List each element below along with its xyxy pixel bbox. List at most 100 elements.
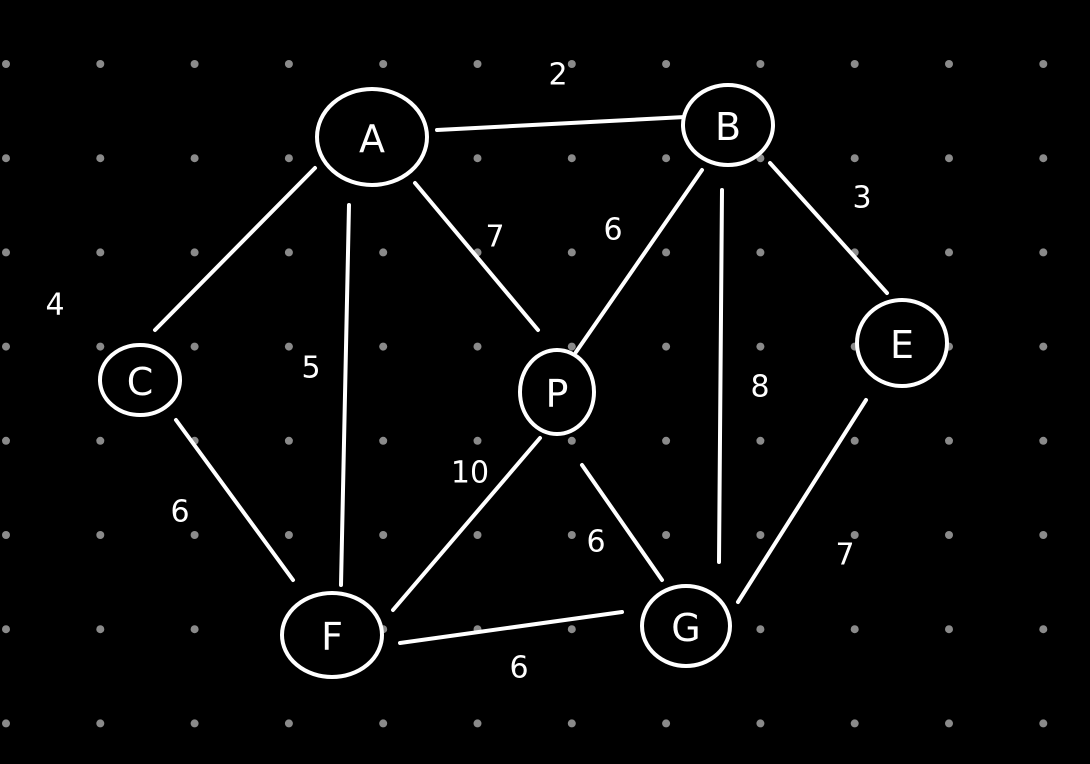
node-b: B (681, 83, 775, 167)
grid-dot (96, 719, 105, 728)
node-label-b: B (715, 105, 741, 149)
edge-weight-f-g: 6 (509, 651, 528, 686)
grid-dot (284, 248, 293, 257)
grid-dot (2, 436, 10, 445)
grid-dot (756, 436, 765, 445)
grid-dot (1039, 531, 1048, 539)
grid-dot (190, 719, 199, 728)
edge-a-p (413, 181, 540, 332)
grid-dot (284, 154, 293, 163)
node-e: E (855, 298, 949, 388)
grid-dot (379, 531, 388, 539)
edge-p-g (580, 463, 664, 582)
grid-dot (662, 60, 671, 68)
grid-dot (473, 436, 482, 445)
grid-dot (945, 436, 953, 445)
grid-dot (1039, 436, 1048, 445)
grid-dot (190, 342, 199, 351)
grid-dot (756, 625, 765, 634)
grid-dot (756, 342, 765, 351)
dot-grid-background (2, 60, 1048, 728)
grid-dot (2, 342, 10, 351)
grid-dot (379, 436, 388, 445)
grid-dot (1039, 248, 1048, 257)
grid-dot (567, 248, 576, 257)
edge-weight-c-f: 6 (170, 495, 189, 530)
edge-b-p (574, 168, 704, 354)
edge-weight-e-g: 7 (835, 538, 854, 573)
grid-dot (662, 342, 671, 351)
edge-weight-a-b: 2 (548, 58, 567, 93)
node-circle-f (280, 591, 384, 679)
edge-b-e (768, 161, 889, 295)
node-circle-b (681, 83, 775, 167)
node-label-f: F (321, 615, 343, 659)
edge-weight-f-p: 10 (451, 456, 489, 491)
grid-dot (96, 531, 105, 539)
grid-dot (662, 154, 671, 163)
grid-dot (284, 719, 293, 728)
edge-weight-b-g: 8 (750, 370, 769, 405)
grid-dot (567, 625, 576, 634)
grid-dot (850, 154, 859, 163)
grid-dot (945, 154, 953, 163)
grid-dot (850, 719, 859, 728)
grid-dot (2, 248, 10, 257)
grid-dot (662, 436, 671, 445)
grid-dot (2, 154, 10, 163)
grid-dot (1039, 342, 1048, 351)
grid-dot (567, 342, 576, 351)
grid-dot (284, 531, 293, 539)
edge-f-g (398, 610, 624, 645)
grid-dot (850, 531, 859, 539)
grid-dot (945, 719, 953, 728)
grid-dot (567, 60, 576, 68)
grid-dot (1039, 625, 1048, 634)
node-c: C (98, 343, 182, 417)
grid-dot (284, 342, 293, 351)
edge-a-c (153, 166, 317, 332)
grid-dot (190, 531, 199, 539)
edge-a-f (339, 203, 351, 587)
grid-dot (756, 719, 765, 728)
edges-layer (153, 115, 889, 645)
node-circle-g (640, 584, 732, 668)
grid-dot (850, 625, 859, 634)
node-p: P (518, 348, 596, 436)
grid-dot (379, 60, 388, 68)
grid-dot (473, 60, 482, 68)
grid-dot (190, 625, 199, 634)
grid-dot (190, 248, 199, 257)
grid-dot (850, 436, 859, 445)
grid-dot (2, 531, 10, 539)
node-f: F (280, 591, 384, 679)
node-circle-p (518, 348, 596, 436)
grid-dot (662, 719, 671, 728)
grid-dot (96, 154, 105, 163)
grid-dot (945, 60, 953, 68)
edge-a-b (435, 115, 687, 132)
grid-dot (190, 154, 199, 163)
edge-weight-b-p: 6 (603, 213, 622, 248)
grid-dot (379, 719, 388, 728)
grid-dot (96, 248, 105, 257)
grid-dot (756, 60, 765, 68)
grid-dot (945, 531, 953, 539)
edge-b-g (717, 188, 724, 564)
edge-e-g (736, 398, 868, 604)
grid-dot (473, 719, 482, 728)
grid-dot (567, 436, 576, 445)
grid-dot (850, 60, 859, 68)
grid-dot (662, 531, 671, 539)
grid-dot (2, 625, 10, 634)
node-circle-a (315, 87, 429, 187)
node-circle-c (98, 343, 182, 417)
grid-dot (473, 342, 482, 351)
grid-dot (945, 248, 953, 257)
edge-weight-p-g: 6 (586, 525, 605, 560)
grid-dot (945, 625, 953, 634)
grid-dot (379, 248, 388, 257)
grid-dot (284, 436, 293, 445)
